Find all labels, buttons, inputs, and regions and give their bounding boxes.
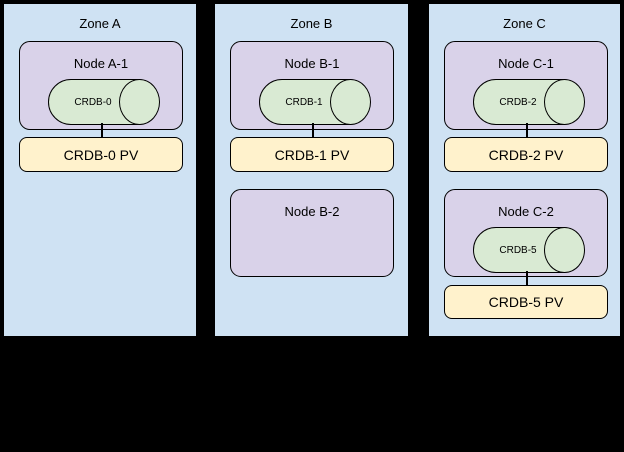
- crdb-2-label: CRDB-2: [499, 96, 537, 108]
- zone-b-label: Zone B: [290, 16, 333, 31]
- crdb-1-pv: CRDB-1 PV: [230, 137, 394, 172]
- crdb-5-pv-label: CRDB-5 PV: [488, 294, 564, 310]
- zone-c-label: Zone C: [503, 16, 546, 31]
- zone-a-label: Zone A: [79, 16, 121, 31]
- crdb-0-pv: CRDB-0 PV: [19, 137, 183, 172]
- zone-b: Zone B Node B-1 CRDB-1 CRDB-1 PV Node B-…: [213, 2, 410, 338]
- node-b-2: Node B-2: [230, 189, 394, 277]
- zone-c: Zone C Node C-1 CRDB-2 CRDB-2 PV Node C-…: [427, 2, 622, 338]
- node-c-1: Node C-1 CRDB-2: [444, 41, 608, 130]
- crdb-0-database-cylinder: CRDB-0: [48, 78, 160, 125]
- crdb-1-pv-label: CRDB-1 PV: [274, 146, 350, 163]
- cylinder-cap: [543, 78, 585, 125]
- crdb-2-pv: CRDB-2 PV: [444, 137, 608, 172]
- zone-a: Zone A Node A-1 CRDB-0 CRDB-0 PV: [2, 2, 198, 338]
- cylinder-cap: [543, 226, 585, 273]
- crdb-0-label: CRDB-0: [74, 96, 112, 108]
- crdb-2-database-cylinder: CRDB-2: [473, 78, 585, 125]
- cylinder-cap: [329, 78, 371, 125]
- node-c-2-label: Node C-2: [498, 204, 554, 219]
- crdb-1-database-cylinder: CRDB-1: [259, 78, 371, 125]
- cylinder-cap: [118, 78, 160, 125]
- connector-crdb-1-to-pv: [312, 123, 314, 137]
- node-b-1: Node B-1 CRDB-1: [230, 41, 394, 130]
- connector-crdb-0-to-pv: [101, 123, 103, 137]
- crdb-1-label: CRDB-1: [285, 96, 323, 108]
- node-b-2-label: Node B-2: [284, 204, 340, 219]
- node-b-1-label: Node B-1: [284, 56, 340, 71]
- node-a-1-label: Node A-1: [73, 56, 129, 71]
- connector-crdb-2-to-pv: [526, 123, 528, 137]
- node-a-1: Node A-1 CRDB-0: [19, 41, 183, 130]
- crdb-0-pv-label: CRDB-0 PV: [63, 146, 139, 163]
- connector-crdb-5-to-pv: [526, 271, 528, 285]
- crdb-5-database-cylinder: CRDB-5: [473, 226, 585, 273]
- node-c-1-label: Node C-1: [498, 56, 554, 71]
- node-c-2: Node C-2 CRDB-5: [444, 189, 608, 277]
- crdb-5-label: CRDB-5: [499, 244, 537, 256]
- crdb-5-pv: CRDB-5 PV: [444, 285, 608, 319]
- crdb-2-pv-label: CRDB-2 PV: [488, 146, 564, 163]
